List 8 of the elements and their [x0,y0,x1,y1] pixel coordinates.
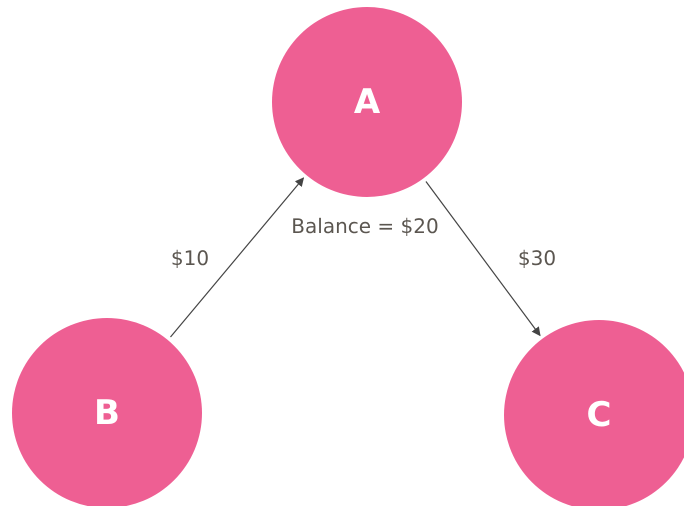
node-label: C [586,395,612,435]
edge-label: $10 [170,246,210,270]
node-label: B [94,393,120,433]
arrow [425,181,541,336]
arrow [170,177,304,338]
edge-label: $30 [518,246,556,270]
balance-text: Balance = $20 [291,214,439,238]
node-label: A [354,82,380,122]
